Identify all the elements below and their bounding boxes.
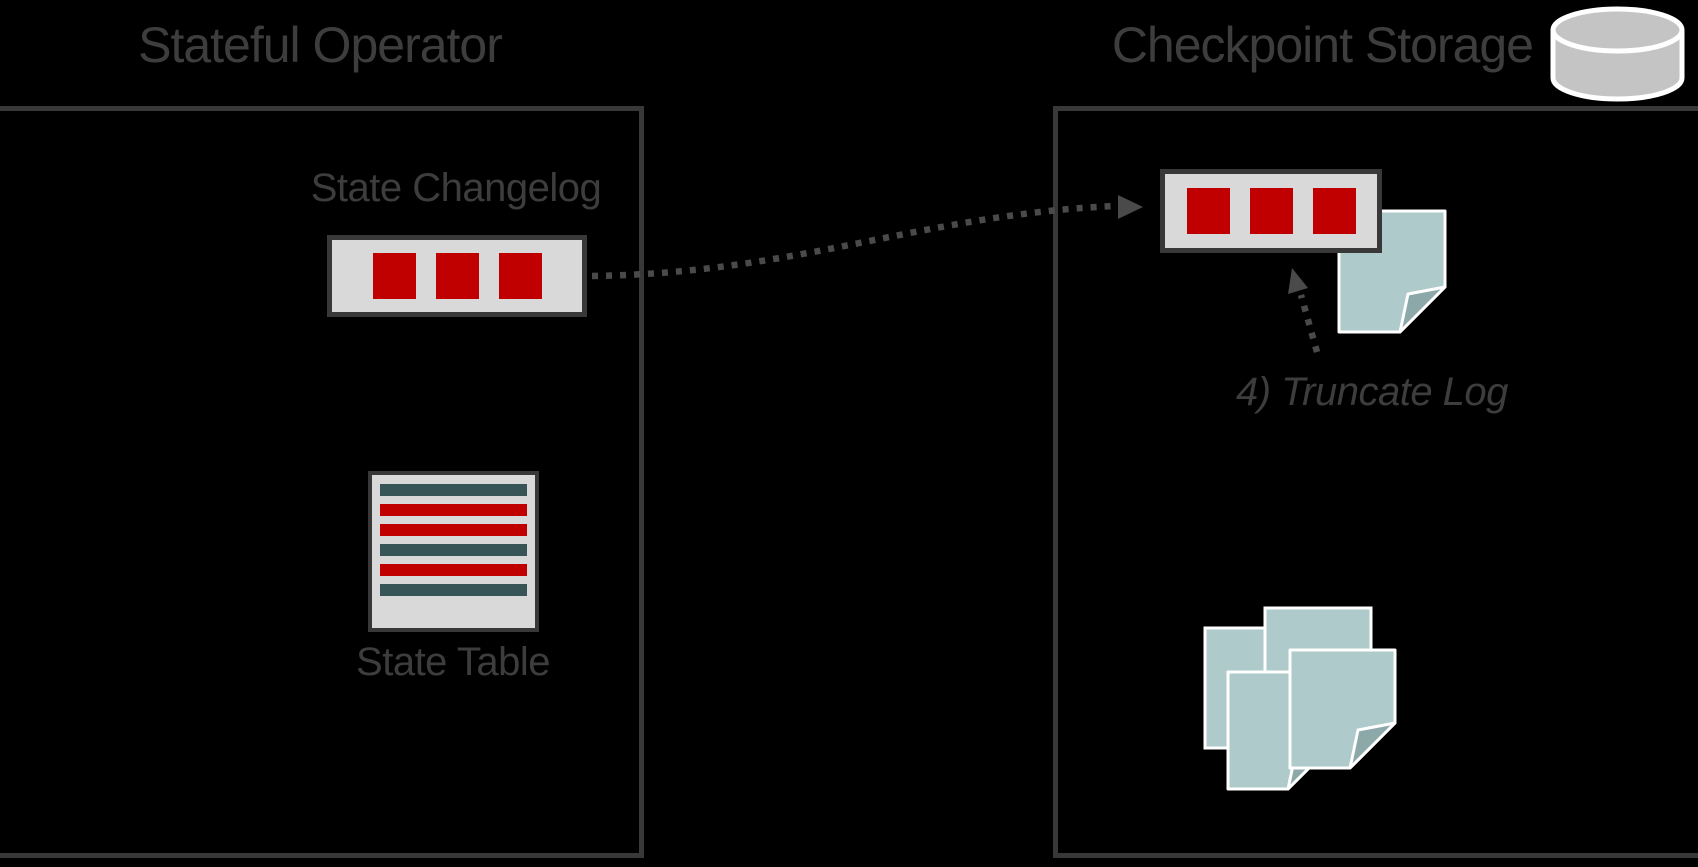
state-table-icon [368,471,539,632]
log-segment [372,253,416,299]
checkpoint-changelog-bar [1160,169,1382,253]
state-table-label: State Table [356,640,550,684]
table-row-red [380,524,527,536]
table-row-red [380,504,527,516]
checkpoint-storage-box [1053,106,1698,858]
log-segment [1186,188,1230,234]
truncate-log-label: 4) Truncate Log [1236,370,1508,414]
left-panel-title: Stateful Operator [138,17,503,73]
table-row-teal [380,584,527,596]
log-segment [498,253,542,299]
right-panel-title: Checkpoint Storage [1111,17,1534,73]
log-segment [1312,188,1356,234]
table-row-teal [380,544,527,556]
table-row-red [380,564,527,576]
database-icon [1550,6,1685,102]
state-changelog-label: State Changelog [310,166,602,210]
log-segment [1249,188,1293,234]
state-changelog-bar [327,235,587,317]
log-segment [435,253,479,299]
table-row-teal [380,484,527,496]
stateful-operator-box [0,106,644,858]
